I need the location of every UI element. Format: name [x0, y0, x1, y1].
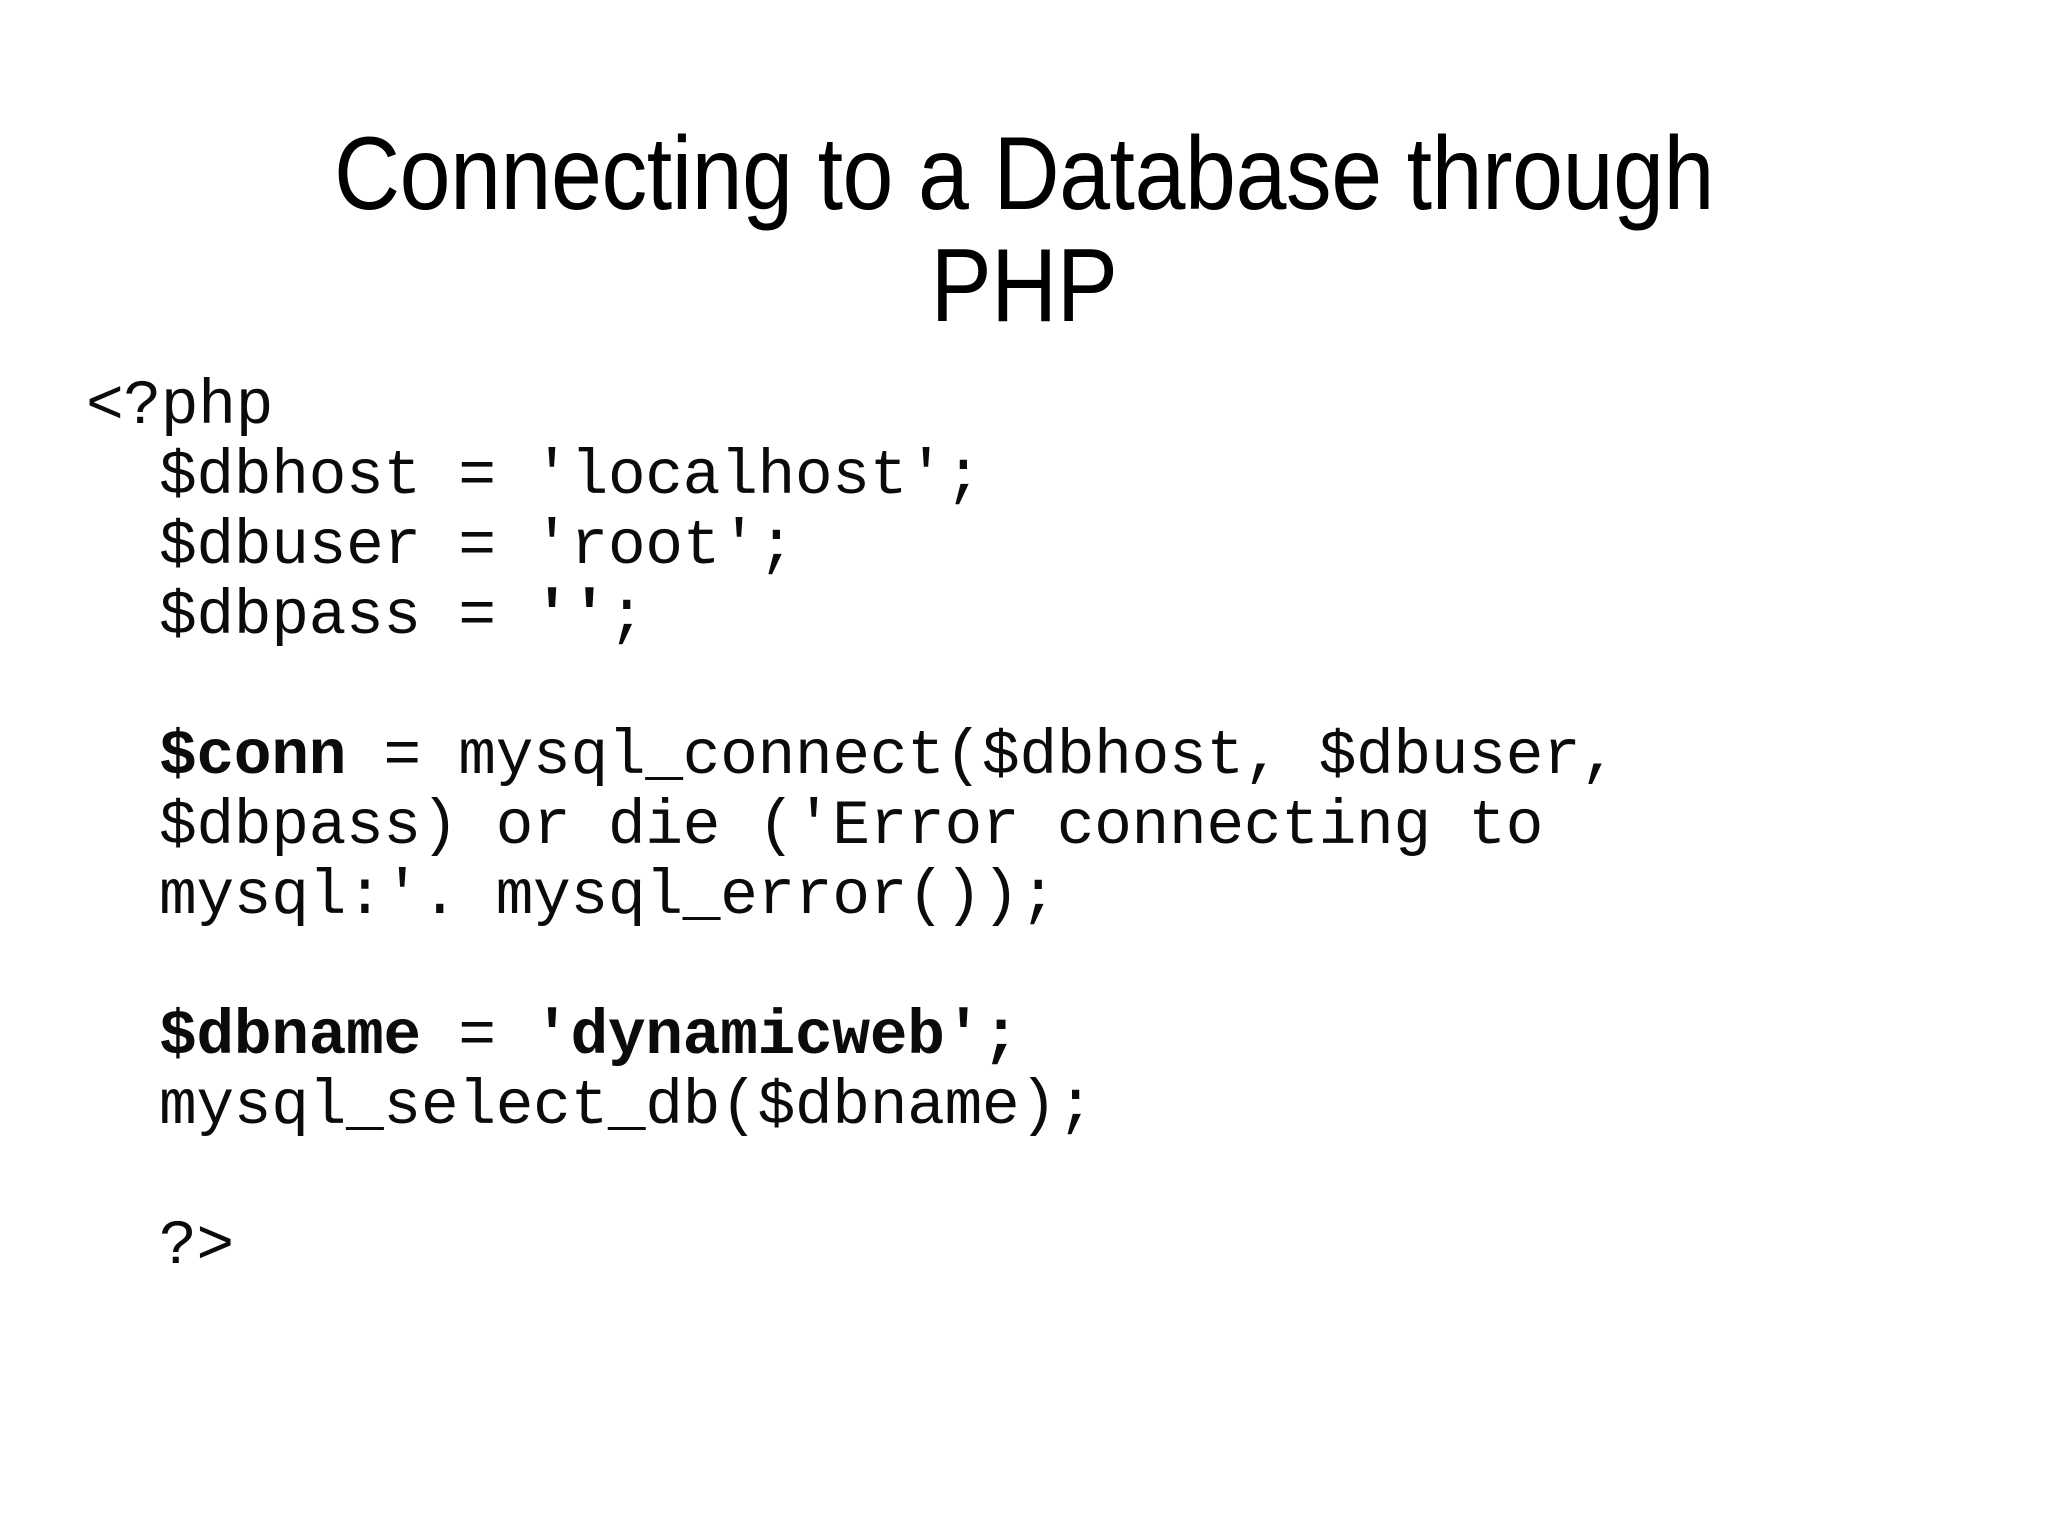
code-token-emphasis: 'dynamicweb';: [533, 1001, 1020, 1072]
code-line: $dbpass = '';: [86, 582, 1986, 652]
page-title: Connecting to a Database through PHP: [333, 115, 1715, 344]
code-line: $conn = mysql_connect($dbhost, $dbuser,: [86, 722, 1986, 792]
code-line: $dbhost = 'localhost';: [86, 442, 1986, 512]
code-token: [159, 1141, 196, 1212]
code-token-emphasis: $dbname: [159, 1001, 421, 1072]
code-token: =: [420, 1001, 534, 1072]
code-token: $dbpass =: [159, 581, 534, 652]
code-line: mysql_select_db($dbname);: [86, 1072, 1986, 1142]
code-token: $dbhost = 'localhost';: [159, 441, 982, 512]
code-line: [86, 1142, 1986, 1212]
php-code-block: <?php$dbhost = 'localhost';$dbuser = 'ro…: [86, 372, 1986, 1282]
code-line: $dbpass) or die ('Error connecting to: [86, 792, 1986, 862]
code-token-emphasis: $conn: [159, 721, 347, 792]
code-token: $dbpass) or die ('Error connecting to: [159, 791, 1544, 862]
code-line: $dbuser = 'root';: [86, 512, 1986, 582]
code-line: $dbname = 'dynamicweb';: [86, 1002, 1986, 1072]
code-token-emphasis: '': [533, 581, 608, 652]
code-token: ;: [607, 581, 646, 652]
code-token: [159, 651, 196, 722]
code-line: mysql:'. mysql_error());: [86, 862, 1986, 932]
code-line: [86, 932, 1986, 1002]
code-token: mysql_select_db($dbname);: [159, 1071, 1095, 1142]
code-token: [159, 931, 196, 1002]
code-line: <?php: [86, 372, 1986, 442]
code-line: [86, 652, 1986, 722]
code-token: ?>: [159, 1211, 234, 1282]
code-token: <?php: [86, 371, 274, 442]
code-token: = mysql_connect($dbhost, $dbuser,: [346, 721, 1618, 792]
code-token: $dbuser = 'root';: [159, 511, 795, 582]
code-line: ?>: [86, 1212, 1986, 1282]
code-token: mysql:'. mysql_error());: [159, 861, 1057, 932]
